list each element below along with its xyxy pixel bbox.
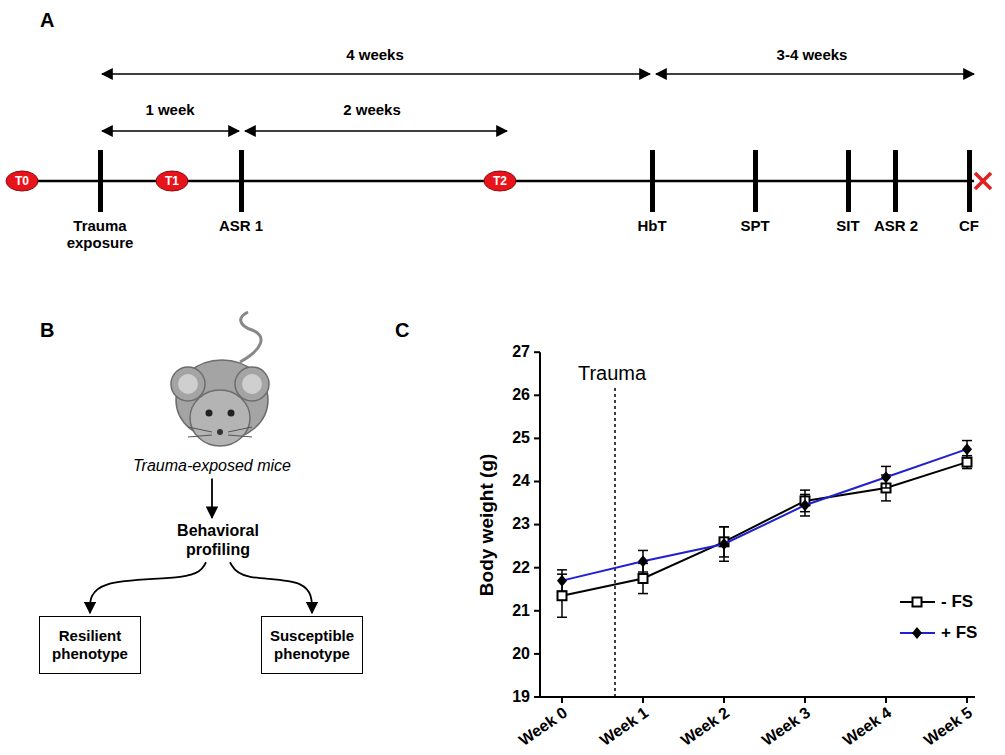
timeline-label: HbT (637, 217, 666, 234)
timeline-label: 3-4 weeks (777, 46, 848, 63)
axis-label: Week 2 (678, 703, 733, 750)
legend-text: - FS (941, 592, 973, 612)
x-tick (966, 697, 968, 703)
mouse-illustration (171, 312, 269, 446)
legend-text: + FS (941, 623, 977, 643)
flow-step: Trauma-exposed mice (133, 456, 291, 475)
x-tick (642, 697, 644, 703)
flow-arrow (90, 562, 206, 613)
x-axis (540, 696, 975, 698)
data-series (557, 456, 972, 618)
axis-label: Body weight (g) (476, 454, 498, 596)
axis-label: 25 (512, 429, 530, 447)
y-tick (534, 351, 540, 353)
axis-label: 21 (512, 602, 530, 620)
node-text: Resilient phenotype (46, 627, 134, 663)
axis-label: 24 (512, 472, 530, 490)
axis-label: 23 (512, 515, 530, 533)
end-cross (975, 173, 991, 189)
x-tick (885, 697, 887, 703)
timeline-label: 1 week (145, 101, 194, 118)
timeline-label: CF (959, 217, 979, 234)
node-text: Behavioral profiling (163, 521, 273, 559)
y-tick (534, 567, 540, 569)
timeline-label: Trauma exposure (60, 217, 140, 252)
x-tick (804, 697, 806, 703)
y-tick (534, 610, 540, 612)
phenotype-box: Resilient phenotype (39, 616, 141, 674)
x-tick (723, 697, 725, 703)
axis-label: 26 (512, 386, 530, 404)
node-text: Susceptible phenotype (268, 627, 356, 663)
axis-label: 20 (512, 645, 530, 663)
axis-label: Week 4 (840, 703, 895, 750)
trauma-line (614, 388, 616, 697)
axis-label: Trauma (578, 362, 646, 385)
timeline-label: 2 weeks (343, 101, 401, 118)
phenotype-box: Susceptible phenotype (261, 616, 363, 674)
axis-label: Week 1 (597, 703, 652, 750)
panel-letter: B (40, 319, 54, 342)
y-tick (534, 653, 540, 655)
timeline-label: 4 weeks (346, 46, 404, 63)
y-tick (534, 394, 540, 396)
y-tick (534, 437, 540, 439)
panel-letter: C (395, 319, 409, 342)
axis-label: 27 (512, 343, 530, 361)
axis-label: 19 (512, 688, 530, 706)
timeline-label: ASR 2 (874, 217, 918, 234)
legend-samples (900, 598, 935, 640)
dimension-arrows (102, 74, 974, 131)
axis-label: Week 5 (921, 703, 976, 750)
timepoint-oval: T2 (483, 170, 517, 192)
flow-arrow (230, 562, 312, 613)
axis-label: 22 (512, 559, 530, 577)
y-tick (534, 696, 540, 698)
data-series (557, 441, 972, 592)
timeline-label: SIT (836, 217, 859, 234)
flow-step: Behavioral profiling (163, 521, 273, 559)
timepoint-oval: T0 (5, 170, 39, 192)
line-chart (534, 352, 975, 703)
timeline-ticks (98, 150, 972, 212)
axis-label: Week 3 (759, 703, 814, 750)
axis-label: Week 0 (516, 703, 571, 750)
flow-arrow (211, 479, 213, 518)
node-text: Trauma-exposed mice (133, 456, 291, 475)
y-tick (534, 481, 540, 483)
timeline-label: SPT (740, 217, 769, 234)
timepoint-oval: T1 (155, 170, 189, 192)
node-text: T1 (165, 174, 179, 188)
x-tick (561, 697, 563, 703)
timeline-label: A (40, 9, 54, 32)
node-text: T0 (15, 174, 29, 188)
y-tick (534, 524, 540, 526)
node-text: T2 (493, 174, 507, 188)
timeline-label: ASR 1 (219, 217, 263, 234)
